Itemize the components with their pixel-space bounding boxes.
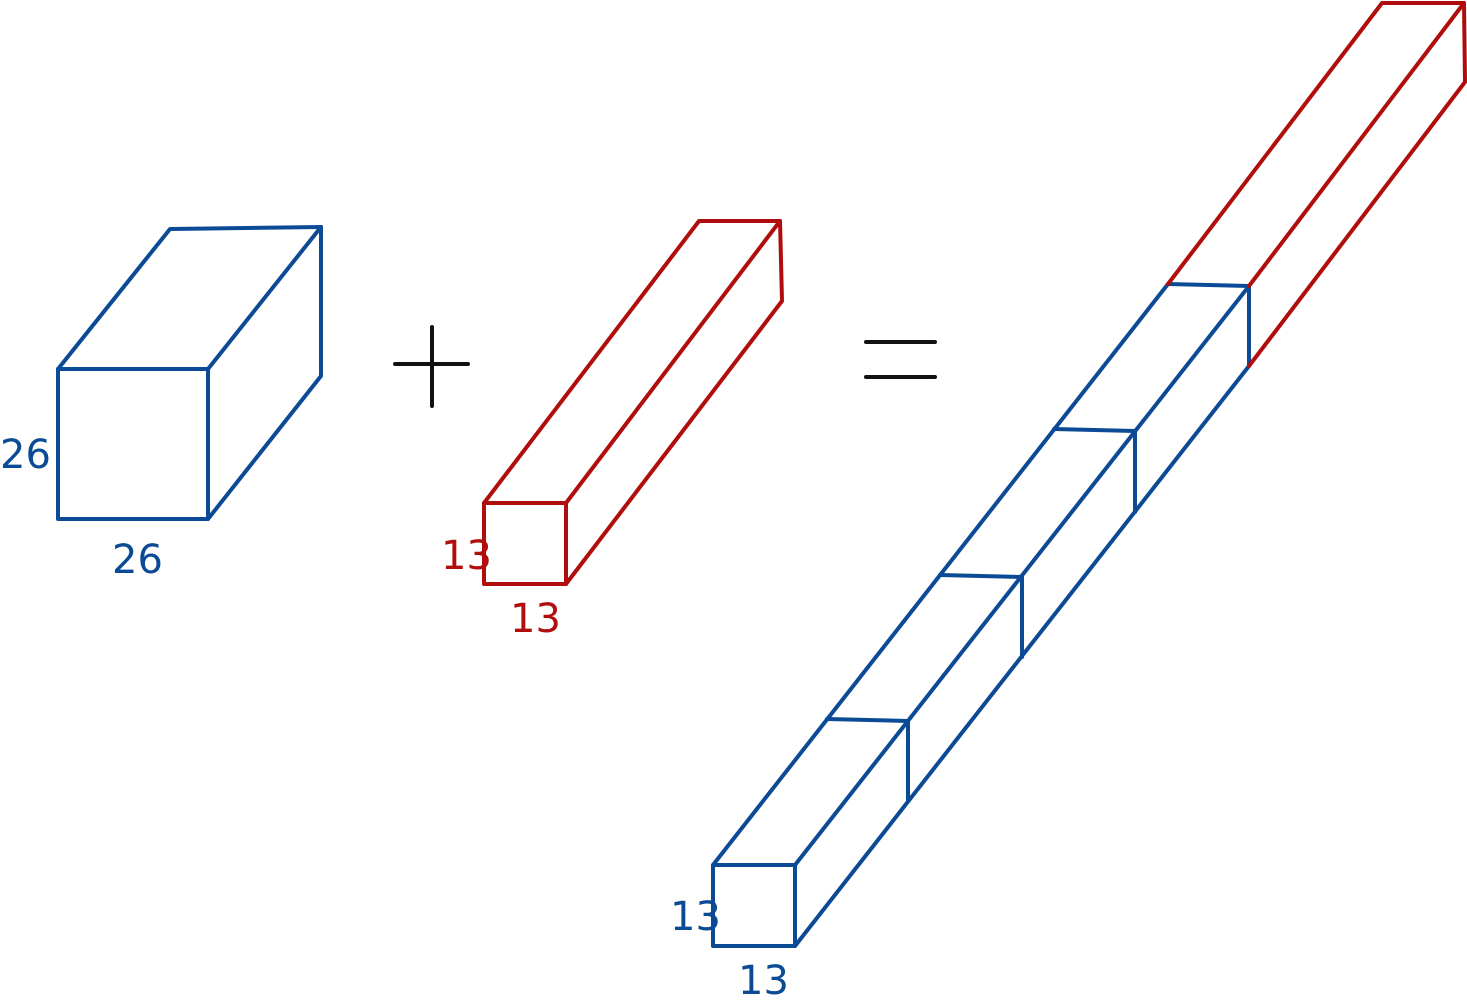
red-bar-height-label: 13 <box>441 533 492 579</box>
equals-sign <box>864 340 937 379</box>
left-box-width-label: 26 <box>112 537 163 583</box>
result-bar-red-side-edge <box>1247 1 1467 368</box>
result-bar-divider-4 <box>1166 282 1251 368</box>
left-box-height-label: 26 <box>0 432 51 478</box>
plus-sign-strokes <box>393 325 470 408</box>
result-bar-width-label: 13 <box>738 958 789 1000</box>
equals-sign-strokes <box>864 340 937 379</box>
left-box-front-face <box>56 367 210 521</box>
red-bar-side-face <box>564 219 784 586</box>
result-bar-red-section <box>1166 1 1467 368</box>
red-bar-front-face <box>482 501 568 586</box>
result-bar-height-label: 13 <box>670 894 721 940</box>
result-bar-blue-section <box>711 282 1251 948</box>
plus-sign <box>393 325 470 408</box>
red-bar-width-label: 13 <box>510 596 561 642</box>
left-box-side-face <box>206 225 323 521</box>
red-bar <box>482 219 784 586</box>
result-bar-divider-2 <box>938 573 1024 659</box>
result-bar-front-face <box>711 863 797 948</box>
red-bar-top-face <box>482 219 782 505</box>
left-box-top-face <box>56 225 323 371</box>
result-bar-divider-3 <box>1052 427 1137 514</box>
left-blue-box <box>56 225 323 521</box>
result-bar-red-top-left-edge <box>1166 1 1466 288</box>
result-bar-divider-1 <box>825 717 910 803</box>
